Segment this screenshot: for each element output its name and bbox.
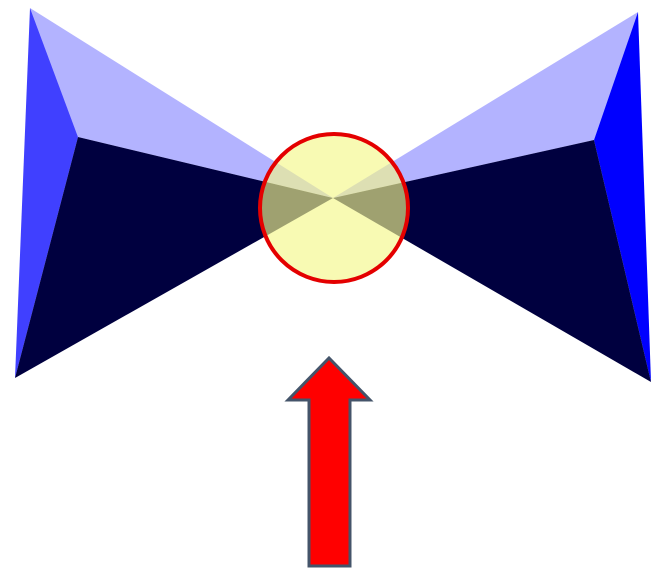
up-arrow [284,355,374,568]
left-wedge-front-face [15,137,333,378]
left-bowtie-wedge [15,8,333,378]
right-wedge-front-face [333,140,651,382]
junction-highlight-circle [258,132,410,284]
left-wedge-top-face [30,8,333,198]
right-wedge-top-face [333,12,638,198]
right-wedge-outer-face [594,12,651,382]
left-wedge-outer-face [15,8,78,378]
right-bowtie-wedge [333,12,651,382]
